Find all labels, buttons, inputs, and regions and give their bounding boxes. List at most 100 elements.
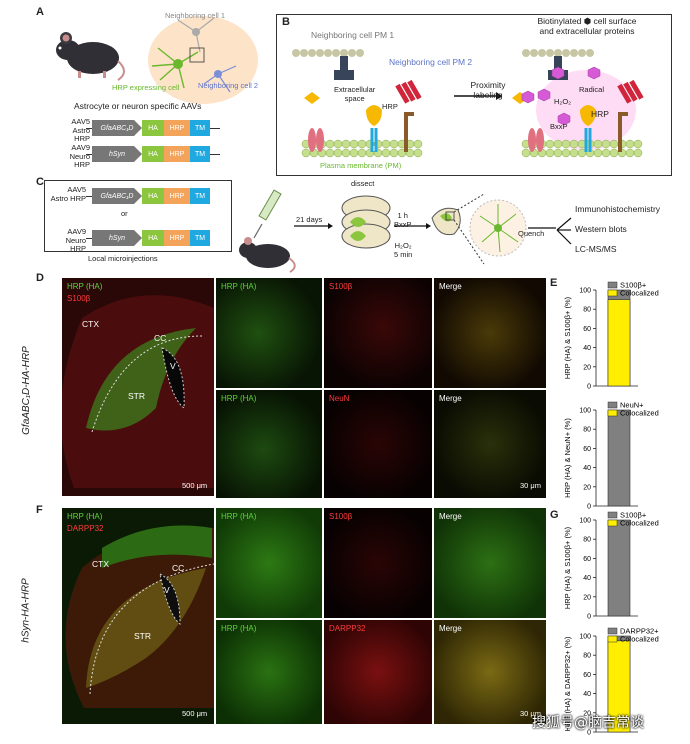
d-hrp-label: HRP (HA) bbox=[67, 282, 103, 291]
y-tick-label: 20 bbox=[583, 710, 591, 717]
f-ctx-label: CTX bbox=[92, 559, 109, 569]
y-tick-label: 100 bbox=[579, 518, 591, 525]
local-microinjections-label: Local microinjections bbox=[88, 254, 158, 263]
label: HRP (HA) bbox=[221, 624, 257, 633]
legend-swatch bbox=[607, 627, 618, 635]
f-v-label: V bbox=[164, 585, 170, 595]
labeling-diagram bbox=[292, 49, 644, 158]
output-lcms: LC-MS/MS bbox=[575, 244, 617, 254]
label: Merge bbox=[439, 624, 462, 633]
label: Merge bbox=[439, 512, 462, 521]
d-side-title: GfaABC₁D-HA-HRP bbox=[20, 345, 32, 435]
y-tick-label: 100 bbox=[579, 408, 591, 415]
seg-hrp: HRP bbox=[164, 188, 190, 204]
f-micro-merge-1: Merge bbox=[434, 508, 546, 618]
y-tick-label: 20 bbox=[583, 594, 591, 601]
legend-swatch bbox=[607, 511, 618, 519]
legend-swatch bbox=[607, 289, 618, 297]
panel-label-a: A bbox=[36, 6, 44, 18]
f-brain-image: HRP (HA) DARPP32 CTX CC V STR 500 μm bbox=[62, 508, 214, 724]
hrp-label: HRP bbox=[382, 102, 398, 111]
label: S100β bbox=[329, 282, 353, 291]
legend-swatch bbox=[607, 409, 618, 417]
d-str-label: STR bbox=[128, 391, 145, 401]
y-tick-label: 40 bbox=[583, 575, 591, 582]
d-brain-image: HRP (HA) S100β CTX CC V STR 500 μm bbox=[62, 278, 214, 496]
d-scale2-label: 30 μm bbox=[520, 481, 541, 490]
cassette-a2: hSyn HA HRP TM bbox=[86, 146, 220, 162]
days-label: 21 days bbox=[296, 215, 323, 224]
legend-swatch bbox=[607, 635, 618, 643]
y-tick-label: 60 bbox=[583, 326, 591, 333]
panel-c-frame bbox=[44, 180, 232, 252]
legend-swatch bbox=[607, 519, 618, 527]
legend-label: Colocalized bbox=[620, 289, 659, 298]
y-tick-label: 40 bbox=[583, 691, 591, 698]
d-micro-neun: NeuN bbox=[324, 390, 432, 498]
y-tick-label: 80 bbox=[583, 307, 591, 314]
d-v-label: V bbox=[170, 361, 176, 371]
seg-tm: TM bbox=[190, 188, 210, 204]
label: Merge bbox=[439, 282, 462, 291]
seg-hrp: HRP bbox=[164, 230, 190, 246]
legend-label: Colocalized bbox=[620, 635, 659, 644]
label: HRP (HA) bbox=[221, 282, 257, 291]
y-axis-label: HRP (HA) & S100β+ (%) bbox=[563, 296, 572, 379]
f-darpp-label: DARPP32 bbox=[67, 524, 104, 533]
d-ctx-label: CTX bbox=[82, 319, 99, 329]
seg-hrp: HRP bbox=[164, 120, 190, 136]
d-micro-merge-2: Merge 30 μm bbox=[434, 390, 546, 498]
y-tick-label: 0 bbox=[587, 504, 591, 511]
d-scale-label: 500 μm bbox=[182, 481, 208, 490]
plasma-membrane-label: Plasma membrane (PM) bbox=[320, 161, 402, 170]
cassette-c1: GfaABC₁D HA HRP TM bbox=[86, 188, 210, 204]
panel-label-g: G bbox=[550, 509, 559, 521]
bar-colocalized bbox=[607, 640, 631, 733]
label: DARPP32 bbox=[329, 624, 366, 633]
slice-zoom-diagram bbox=[431, 193, 556, 265]
legend-label: NeuN+ bbox=[620, 401, 644, 410]
extracellular-label: Extracellular space bbox=[334, 85, 376, 103]
f-scale2-label: 30 μm bbox=[520, 709, 541, 718]
y-tick-label: 80 bbox=[583, 653, 591, 660]
seg-tm: TM bbox=[190, 230, 210, 246]
f-micro-hrp-2: HRP (HA) bbox=[216, 620, 322, 724]
bar-s100- bbox=[607, 519, 631, 617]
promoter: hSyn bbox=[92, 146, 142, 162]
f-hrp-label: HRP (HA) bbox=[67, 512, 103, 521]
output-arrows bbox=[556, 217, 572, 245]
or-label: or bbox=[121, 209, 128, 218]
legend-label: S100β+ bbox=[620, 511, 647, 520]
panel-label-d: D bbox=[36, 272, 44, 284]
bxxp-label: BxxP bbox=[550, 122, 568, 131]
panel-label-f: F bbox=[36, 504, 43, 516]
label: HRP (HA) bbox=[221, 394, 257, 403]
legend-swatch bbox=[607, 401, 618, 409]
d-micro-s100b: S100β bbox=[324, 278, 432, 388]
y-tick-label: 20 bbox=[583, 484, 591, 491]
label: NeuN bbox=[329, 394, 350, 403]
f-scale-label: 500 μm bbox=[182, 709, 208, 718]
hrp-right-label: HRP bbox=[591, 109, 609, 119]
d-cc-label: CC bbox=[154, 333, 167, 343]
y-tick-label: 60 bbox=[583, 672, 591, 679]
promoter: GfaABC₁D bbox=[92, 120, 142, 136]
y-tick-label: 100 bbox=[579, 634, 591, 641]
neighbor-cell-1-label: Neighboring cell 1 bbox=[165, 11, 226, 20]
y-axis-label: HRP (HA) & NeuN+ (%) bbox=[563, 418, 572, 498]
promoter: hSyn bbox=[92, 230, 142, 246]
y-tick-label: 60 bbox=[583, 446, 591, 453]
h2o2-step-label: H₂O₂ 5 min bbox=[394, 241, 413, 259]
seg-ha: HA bbox=[142, 146, 164, 162]
pm1-label: Neighboring cell PM 1 bbox=[311, 30, 395, 40]
f-micro-merge-2: Merge 30 μm bbox=[434, 620, 546, 724]
seg-ha: HA bbox=[142, 120, 164, 136]
legend-label: Colocalized bbox=[620, 409, 659, 418]
legend-label: S100β+ bbox=[620, 281, 647, 290]
f-micro-darpp: DARPP32 bbox=[324, 620, 432, 724]
h2o2-label: H₂O₂ bbox=[554, 97, 572, 106]
y-tick-label: 0 bbox=[587, 614, 591, 621]
panel-label-b: B bbox=[282, 16, 290, 28]
